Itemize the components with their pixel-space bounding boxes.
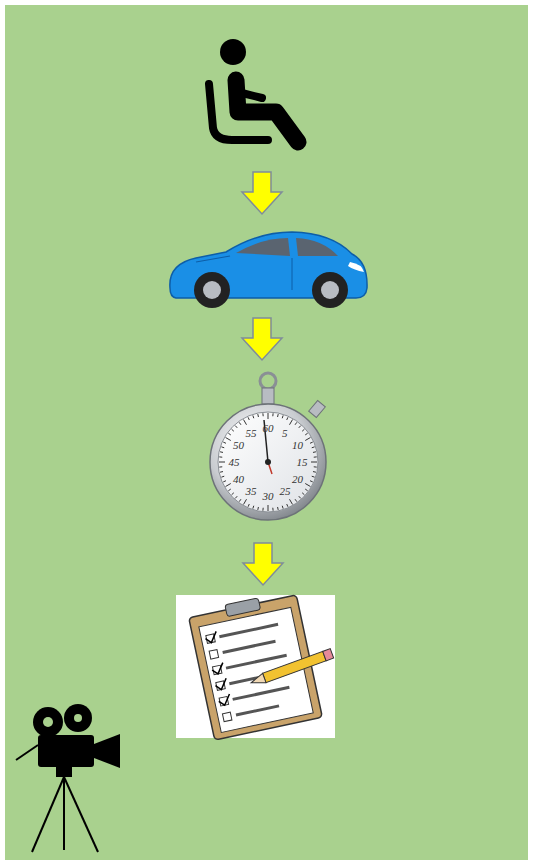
dial-tick <box>272 508 273 511</box>
dial-tick <box>244 420 247 425</box>
dial-tick <box>282 415 284 418</box>
dial-tick <box>220 451 223 453</box>
dial-tick <box>287 417 288 420</box>
dial-number: 60 <box>263 422 274 434</box>
dial-tick <box>305 484 310 487</box>
dial-tick <box>299 426 301 428</box>
dial-number: 30 <box>263 490 274 502</box>
car-illustration <box>170 232 367 308</box>
down-arrow <box>243 543 283 585</box>
stopwatch-illustration <box>210 373 326 520</box>
dial-tick <box>277 414 279 417</box>
dial-tick <box>272 413 273 416</box>
dial-tick <box>312 446 315 448</box>
dial-tick <box>228 489 230 491</box>
dial-tick <box>310 481 313 482</box>
dial-tick <box>290 499 293 504</box>
dial-tick <box>239 499 241 501</box>
dial-tick <box>219 462 225 463</box>
dial-tick <box>311 462 317 463</box>
dial-tick <box>257 414 259 417</box>
dial-number: 45 <box>229 456 240 468</box>
dial-tick <box>282 506 284 509</box>
down-arrow <box>242 318 282 360</box>
dial-tick <box>239 422 241 424</box>
dial-tick <box>232 493 234 495</box>
dial-number: 50 <box>233 439 244 451</box>
dial-tick <box>287 504 288 507</box>
dial-number: 15 <box>297 456 308 468</box>
dial-tick <box>314 466 317 467</box>
dial-tick <box>248 504 249 507</box>
dial-tick <box>232 429 234 431</box>
seated-person-icon <box>209 39 298 142</box>
dial-tick <box>228 433 230 435</box>
dial-tick <box>221 446 224 448</box>
dial-tick <box>226 484 231 487</box>
dial-tick <box>305 489 307 491</box>
dial-number: 25 <box>280 485 291 497</box>
down-arrow <box>242 172 282 214</box>
dial-tick <box>226 438 231 441</box>
dial-tick <box>219 466 222 467</box>
dial-tick <box>305 433 307 435</box>
dial-number: 10 <box>292 439 303 451</box>
dial-tick <box>310 442 313 443</box>
dial-tick <box>299 496 301 498</box>
dial-tick <box>313 451 316 453</box>
dial-number: 20 <box>292 473 303 485</box>
dial-tick <box>257 507 259 510</box>
dial-tick <box>235 426 237 428</box>
dial-tick <box>312 476 315 478</box>
dial-tick <box>223 442 226 443</box>
dial-tick <box>252 415 254 418</box>
dial-tick <box>262 413 263 416</box>
dial-tick <box>221 476 224 478</box>
dial-tick <box>244 499 247 504</box>
dial-tick <box>219 456 222 457</box>
dial-tick <box>252 506 254 509</box>
dial-tick <box>295 499 297 501</box>
dial-number: 55 <box>246 427 257 439</box>
dial-tick <box>235 496 237 498</box>
clipboard-illustration <box>176 590 335 740</box>
camera-illustration <box>16 704 120 852</box>
dial-number: 35 <box>246 485 257 497</box>
dial-tick <box>305 438 310 441</box>
dial-tick <box>268 413 269 419</box>
dial-tick <box>262 508 263 511</box>
dial-tick <box>302 493 304 495</box>
dial-tick <box>223 481 226 482</box>
dial-tick <box>290 420 293 425</box>
dial-tick <box>302 429 304 431</box>
dial-number: 40 <box>233 473 244 485</box>
dial-tick <box>295 422 297 424</box>
dial-number: 5 <box>282 427 288 439</box>
dial-tick <box>314 456 317 457</box>
dial-tick <box>313 471 316 473</box>
dial-tick <box>248 417 249 420</box>
dial-tick <box>268 505 269 511</box>
dial-tick <box>277 507 279 510</box>
dial-tick <box>220 471 223 473</box>
background <box>5 5 528 860</box>
